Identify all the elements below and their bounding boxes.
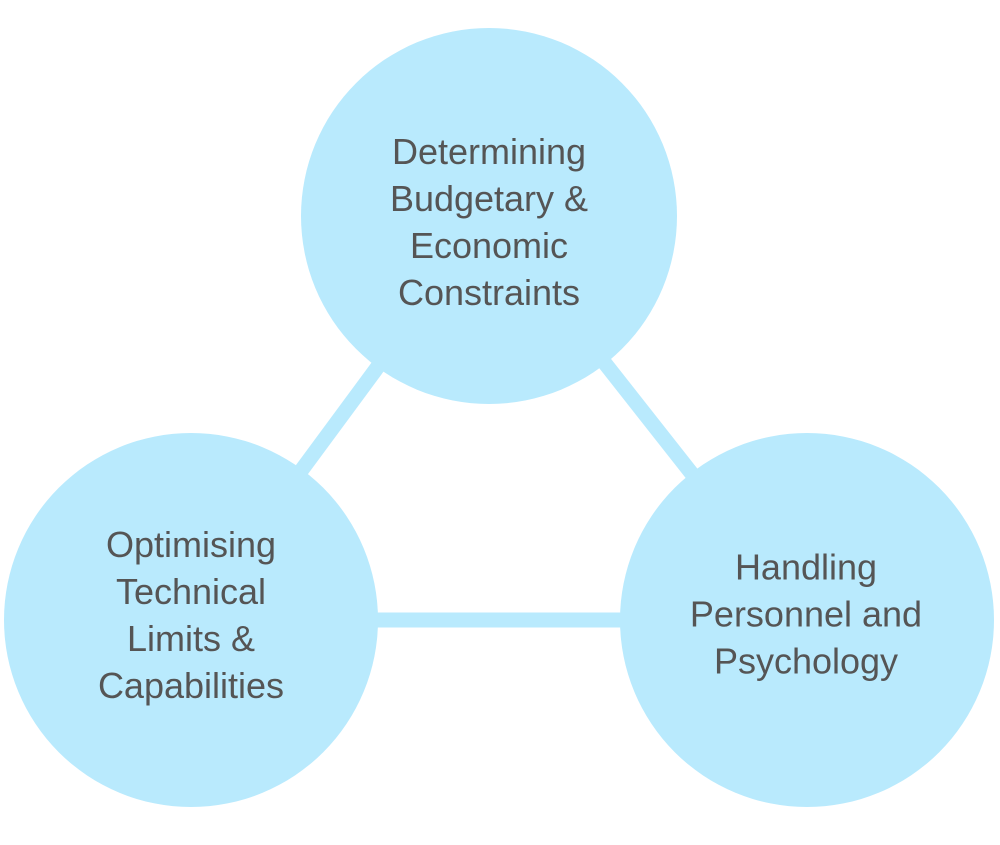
node-label-line: Personnel and — [689, 593, 923, 635]
node-label-line: Determining — [391, 131, 587, 172]
node-label-line: Capabilities — [97, 665, 285, 706]
node-label-technical: Optimising Technical Limits & Capabiliti… — [41, 521, 341, 709]
node-circle-technical[interactable] — [4, 433, 378, 807]
node-label-line: Handling — [734, 546, 878, 588]
node-label-line: Budgetary & — [389, 178, 589, 219]
node-label-personnel: Handling Personnel and Psychology — [656, 544, 956, 685]
node-label-line: Constraints — [397, 272, 581, 313]
node-label-line: Technical — [115, 571, 267, 612]
node-circle-personnel[interactable] — [620, 433, 994, 807]
node-label-line: Psychology — [713, 640, 899, 682]
node-label-line: Limits & — [126, 618, 256, 659]
node-label-line: Economic — [409, 225, 569, 266]
node-label-line: Optimising — [105, 524, 277, 565]
node-label-budget: Determining Budgetary & Economic Constra… — [339, 128, 639, 316]
nodes — [4, 28, 994, 807]
node-circle-budget[interactable] — [301, 28, 677, 404]
